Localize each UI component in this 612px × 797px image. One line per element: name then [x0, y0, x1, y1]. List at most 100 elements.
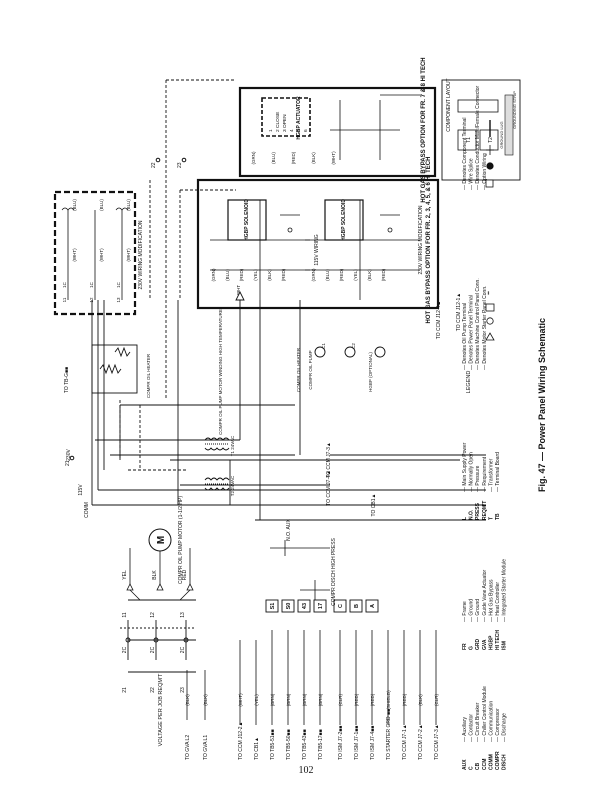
left-destination: TO ISM J7-2■■ [338, 726, 344, 760]
component-t1: T1 [466, 137, 472, 143]
legend-desc: — Ground [469, 599, 475, 622]
splice-terminal-dot [181, 157, 187, 163]
legend-desc: — Main Supply Power [462, 442, 468, 492]
legend-abbr: G [469, 646, 475, 650]
legend-desc: — Integrated Starter Module [502, 559, 508, 622]
terminal-box [281, 599, 295, 613]
actuator-terminal: 6 [303, 129, 309, 132]
terminal-box [265, 599, 279, 613]
legend-symbol-desc: — Wire Splice [469, 158, 475, 190]
splice-terminal-dot [155, 157, 161, 163]
legend-symbols: ▪▪ [485, 120, 495, 341]
left-destination: TO STARTER GRD ■■ [386, 709, 392, 760]
box-230v-top [53, 190, 137, 316]
left-lead-lines [186, 630, 437, 725]
cb-terminal: 21 [122, 687, 128, 693]
legend-abbr: T [488, 517, 494, 520]
left-destination: TO TB5-43■■ [302, 729, 308, 760]
legend-abbr: HGBP [488, 635, 494, 650]
left-destination: TO TB5-17■■ [318, 729, 324, 760]
circuit-breaker-2c [120, 599, 196, 673]
aux-contact [270, 540, 330, 600]
legend-abbr: FR [462, 643, 468, 650]
hgbp-box-fr7-8 [238, 86, 437, 178]
wire-color-label: (BLK) [418, 694, 423, 706]
actuator-wire-color: (RED) [291, 151, 296, 164]
phase-wire-leads [126, 548, 194, 601]
to-ccm-j12-4: TO CCM J12-4▲ [436, 301, 442, 339]
svg-text:▪▪: ▪▪ [486, 291, 492, 295]
splice-terminal-label: 23 [177, 162, 183, 168]
legend-desc: — Pressure [475, 465, 481, 492]
legend-desc: — Frame [462, 601, 468, 622]
left-destination: TO TB5-51■■ [270, 729, 276, 760]
legend-desc: — Normally Open [469, 452, 475, 492]
hgbp-optional-label: HGBP (OPTIONAL) [368, 352, 373, 392]
legend-desc: — Discharge [502, 713, 508, 742]
wire-color-label: (CLR) [338, 693, 343, 706]
terminal-box-label: A [370, 604, 376, 608]
legend-desc: — Guide Vane Actuator [482, 570, 488, 622]
actuator-terminal: 4 [289, 129, 295, 132]
to-ccm-j7-3: TO CCM J7-3▲ [326, 442, 332, 478]
left-destination: TO CCM J7-1▲ [402, 724, 408, 760]
splice-terminal-label: 21 [65, 460, 71, 466]
bus-wiring [91, 300, 486, 521]
wire-color-label: (RED) [370, 693, 375, 706]
phase-wire: BLK [152, 570, 158, 580]
wire-color-label: (CLR) [434, 693, 439, 706]
wire-color-label: (RED) [402, 693, 407, 706]
terminal-box-label: 17 [318, 603, 324, 609]
wire-color-label: (BRN) [270, 693, 275, 706]
hgbp-wire-color: (YEL) [253, 269, 258, 281]
left-destination: TO CCM J7-3▲ [434, 724, 440, 760]
legend-abbr: COMM [488, 754, 494, 770]
legend-desc: — Requirement [482, 456, 488, 492]
splice-terminal-dot [69, 455, 75, 461]
legend-abbr: GVA [482, 639, 488, 650]
to-cb1: TO CB1▲ [371, 494, 377, 517]
legend-desc: — Hot Gas Bypass [488, 579, 494, 622]
legend-desc: — Ground [475, 599, 481, 622]
cb-terminal: 2C [180, 646, 186, 653]
wire-color-label: (WHT) [238, 693, 243, 707]
figure-caption: Fig. 47 — Power Panel Wiring Schematic [537, 318, 547, 492]
legend-symbol-desc: — Denotes Component Terminal [462, 118, 468, 190]
hgbp-wire-color: (GRN) [311, 268, 316, 281]
hgbp-box-fr2-6 [196, 178, 440, 310]
actuator-wire-color: (WHT) [331, 151, 336, 165]
legend-symbol-desc: — Denotes Motor Starter Panel Conn. [482, 286, 488, 371]
to-ccm-j12-1: TO CCM J12-1▲ [456, 293, 462, 331]
c1-label: C1 [321, 343, 326, 349]
hgbp-solenoid-1: HGBP SOLENOID [244, 199, 250, 241]
cb-terminal: 13 [180, 612, 186, 618]
legend-abbr: AUX [462, 759, 468, 770]
pump-winding-label: COMPR OIL PUMP MOTOR WINDING HIGH TEMPER… [218, 309, 223, 435]
box-wire-color: (BLU) [99, 199, 104, 211]
box-wire-color: (WHT) [126, 248, 131, 262]
t2-label: T2 24VAC [230, 475, 235, 496]
box-wire-color: (BLU) [72, 199, 77, 211]
legend-symbol-desc: — Denotes Oil Pump Terminal [462, 303, 468, 370]
box-wire-color: (WHT) [99, 248, 104, 262]
wire-color-label: (SHIELD) [386, 690, 391, 710]
hgbp-wire-color: (RED) [381, 268, 386, 281]
hgbp-wire-color: (BLK) [267, 269, 272, 281]
box-terminal: 12 [89, 297, 94, 303]
left-destination: TO ISM J7-1■■ [354, 726, 360, 760]
cb-terminal: 23 [180, 687, 186, 693]
legend-abbr: N.O. [469, 509, 475, 520]
wire-color-label: (BRN) [302, 693, 307, 706]
actuator-box-title: HOT GAS BYPASS OPTION FOR FR. 7 & 8 HI T… [421, 57, 427, 202]
component-layout-title: COMPONENT LAYOUT [446, 78, 452, 131]
legend-desc: — Chiller Control Module [482, 686, 488, 742]
terminal-box [333, 599, 347, 613]
transformer-t1 [204, 437, 230, 451]
cb-terminal: 2C [122, 646, 128, 653]
cb-terminal: 11 [122, 612, 128, 617]
